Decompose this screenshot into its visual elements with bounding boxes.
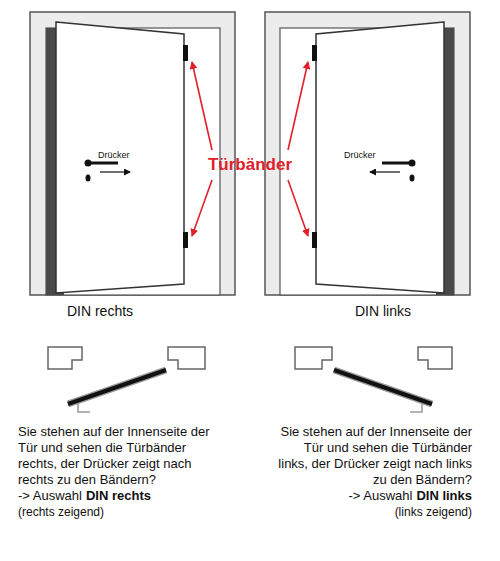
choice-line: -> Auswahl DIN rechts bbox=[18, 488, 218, 504]
explanation-block: Sie stehen auf der Innenseite der Tür un… bbox=[18, 424, 218, 520]
choice-note: (links zeigend) bbox=[272, 504, 472, 520]
handle-label: Drücker bbox=[98, 150, 130, 161]
door-din-links bbox=[265, 12, 470, 412]
choice-arrow-text: -> Auswahl bbox=[348, 488, 412, 503]
explanation-text: Sie stehen auf der Innenseite der Tür un… bbox=[272, 424, 472, 488]
choice-din: DIN rechts bbox=[86, 488, 151, 503]
explanation-text: Sie stehen auf der Innenseite der Tür un… bbox=[18, 424, 218, 488]
choice-arrow-text: -> Auswahl bbox=[18, 488, 82, 503]
din-label: DIN links bbox=[355, 303, 411, 320]
explanation-block: Sie stehen auf der Innenseite der Tür un… bbox=[272, 424, 472, 520]
hinge-arrows bbox=[192, 62, 308, 236]
choice-line: -> Auswahl DIN links bbox=[272, 488, 472, 504]
choice-note: (rechts zeigend) bbox=[18, 504, 218, 520]
hinge-label: Türbänder bbox=[208, 155, 292, 175]
choice-din: DIN links bbox=[416, 488, 472, 503]
din-label: DIN rechts bbox=[67, 303, 133, 320]
door-din-rechts bbox=[30, 12, 235, 412]
handle-label: Drücker bbox=[344, 150, 376, 161]
